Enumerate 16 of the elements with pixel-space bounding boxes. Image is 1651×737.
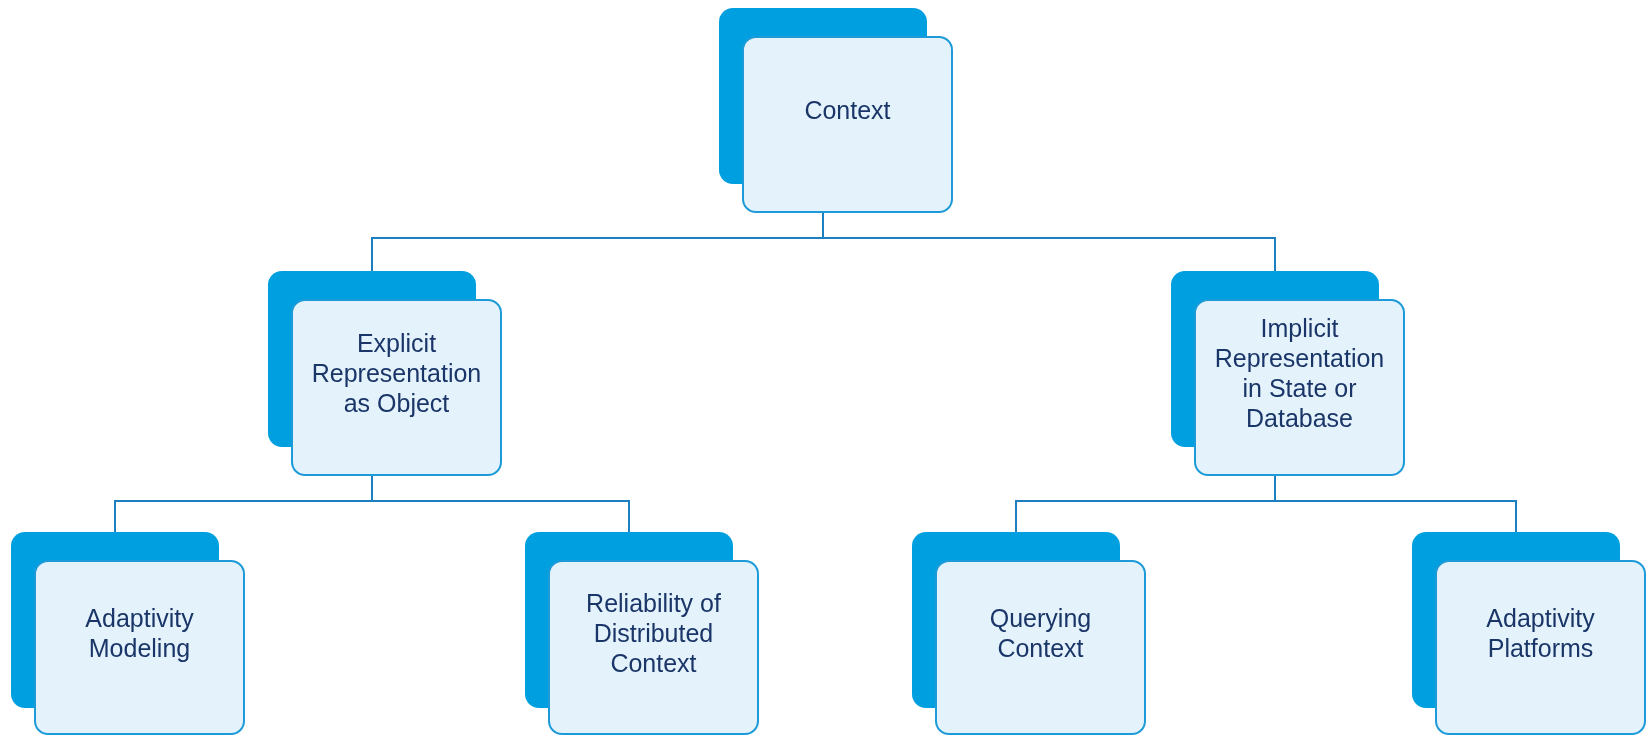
card-label: Reliability of Distributed Context [585,587,722,678]
stacked-card [525,532,759,735]
card-label: Querying Context [988,602,1093,663]
stacked-card [719,8,953,213]
stacked-card [11,532,245,735]
stacked-card [1171,271,1405,476]
stacked-card [268,271,502,476]
card-label: Context [804,94,891,125]
stacked-card [1412,532,1646,735]
stacked-card [912,532,1146,735]
connector-line [371,475,630,533]
card-label: Implicit Representation in State or Database [1213,312,1386,433]
card-label: Adaptivity Modeling [84,602,195,663]
card-label: Explicit Representation as Object [310,327,483,418]
card-label: Adaptivity Platforms [1485,602,1596,663]
connector-line [1274,475,1517,533]
